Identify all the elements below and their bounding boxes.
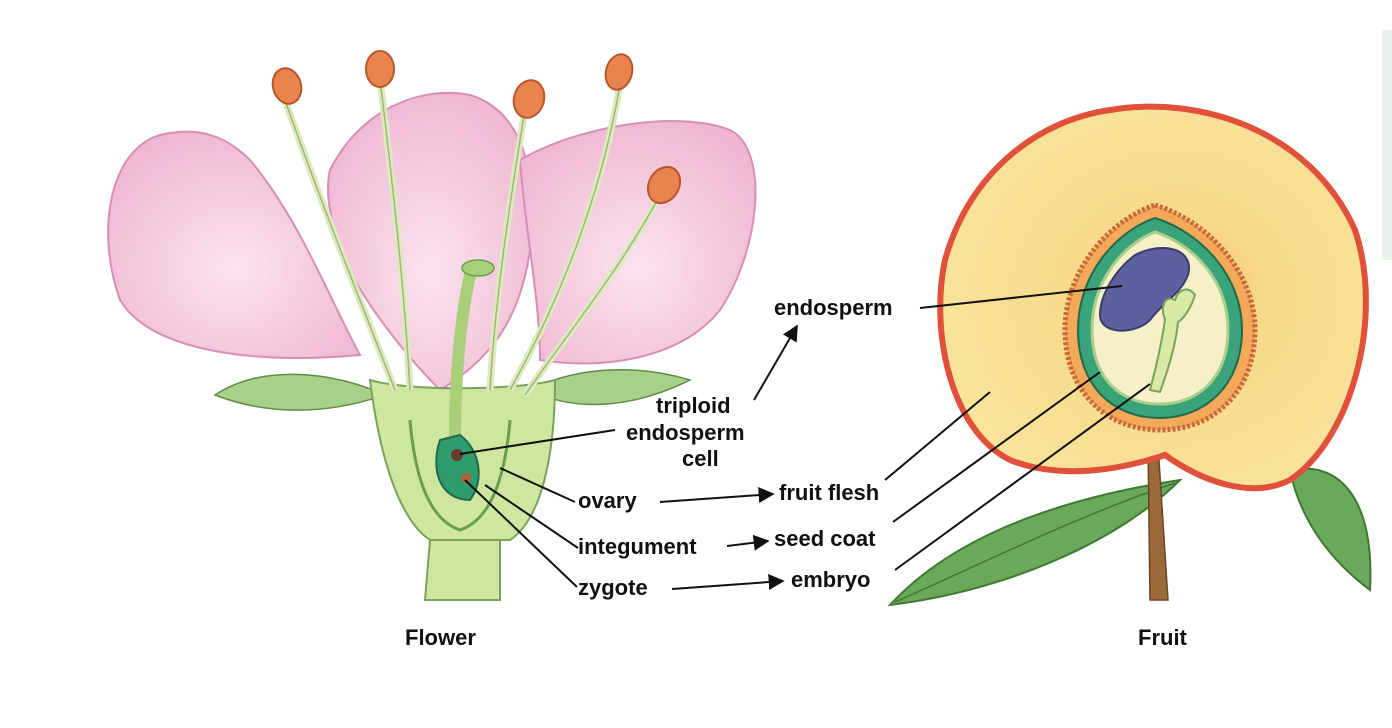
embryo-shape [1148,288,1197,394]
zygote-arrow [671,574,785,591]
sepal-right [528,369,693,406]
fruit-leaf-left [887,478,1183,607]
anther [604,53,634,91]
labels: endosperm triploid endosperm cell ovary … [405,295,1188,650]
label-ovary: ovary [578,488,637,513]
zygote-leader [464,479,578,588]
pistil [449,269,476,446]
flower-stalk [423,539,501,601]
integument-leader [484,484,579,549]
ovary-arrow [659,487,775,503]
label-integument: integument [578,534,697,559]
fruit-illustration [887,103,1372,607]
stigma [461,259,495,277]
petal-right [518,120,757,365]
endosperm-leader [919,285,1123,309]
label-embryo: embryo [791,567,870,592]
label-zygote: zygote [578,575,648,600]
flower-illustration [107,50,757,601]
zygote-dot [461,473,471,483]
label-fruit-flesh: fruit flesh [779,480,879,505]
label-seed-coat: seed coat [774,526,876,551]
fruit-stem [1147,444,1169,601]
anther [365,50,395,88]
anther [646,165,682,205]
endosperm-cell-leader [459,429,616,455]
leader-lines [459,285,1151,591]
label-triploid: triploid [656,393,731,418]
anther [512,79,546,119]
endosperm-cell-dot [451,449,463,461]
label-triploid-endosperm: endosperm [626,420,745,445]
caption-flower: Flower [405,625,476,650]
sepal-left [213,373,388,411]
anther [271,67,303,105]
fruit-flesh-leader [884,391,991,481]
fruit-leaf-right [1288,467,1372,592]
endosperm-blob [1098,246,1191,332]
seed-coat-leader [892,371,1101,523]
label-endosperm: endosperm [774,295,893,320]
petal-left [107,130,362,359]
embryo-leader [894,383,1151,571]
caption-fruit: Fruit [1138,625,1188,650]
integument-arrow [726,534,770,551]
edge-strip [1382,30,1392,260]
ovary-leader [499,467,576,503]
triploid-to-endosperm-arrow [753,324,798,401]
label-triploid-cell: cell [682,446,719,471]
